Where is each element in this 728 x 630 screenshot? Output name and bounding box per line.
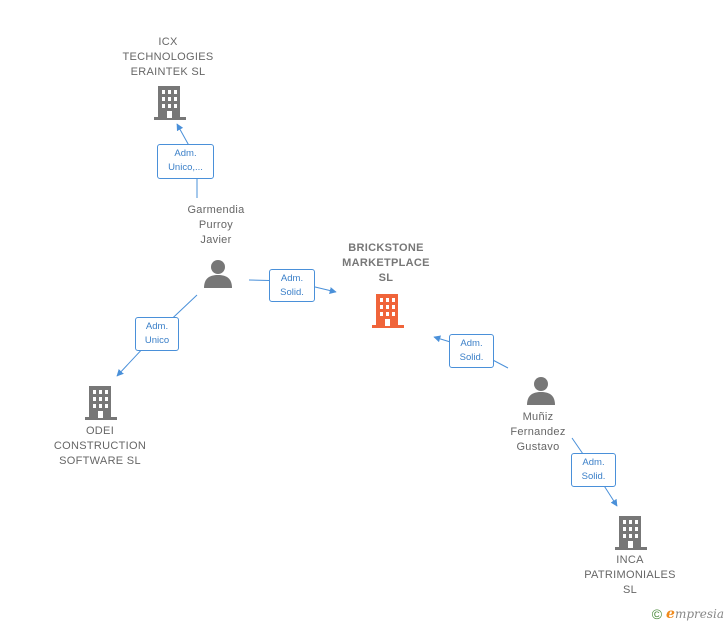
copyright-icon: © bbox=[651, 606, 663, 622]
node-label-garmendia[interactable]: Garmendia Purroy Javier bbox=[187, 204, 245, 246]
footer-brand: © empresia bbox=[652, 606, 724, 622]
node-label-muniz[interactable]: Muñiz Fernandez Gustavo bbox=[510, 411, 566, 453]
building-icon-focus[interactable] bbox=[372, 292, 404, 328]
node-label-brickstone[interactable]: BRICKSTONE MARKETPLACE SL bbox=[342, 242, 430, 284]
relation-muniz-inca[interactable]: Adm. Solid. bbox=[571, 453, 616, 487]
relation-muniz-brickstone[interactable]: Adm. Solid. bbox=[449, 334, 494, 368]
node-label-icx[interactable]: ICX TECHNOLOGIES ERAINTEK SL bbox=[122, 36, 214, 78]
building-icon[interactable] bbox=[615, 514, 647, 550]
person-icon[interactable] bbox=[203, 258, 233, 288]
building-icon[interactable] bbox=[154, 84, 186, 120]
relation-garmendia-icx[interactable]: Adm. Unico,... bbox=[157, 144, 214, 179]
person-icon[interactable] bbox=[526, 375, 556, 405]
node-label-odei[interactable]: ODEI CONSTRUCTION SOFTWARE SL bbox=[53, 425, 147, 467]
brand-logo: empresia bbox=[666, 606, 724, 622]
node-label-inca[interactable]: INCA PATRIMONIALES SL bbox=[584, 554, 676, 596]
relation-garmendia-brickstone[interactable]: Adm. Solid. bbox=[269, 269, 315, 302]
relation-garmendia-odei[interactable]: Adm. Unico bbox=[135, 317, 179, 351]
building-icon[interactable] bbox=[85, 384, 117, 420]
